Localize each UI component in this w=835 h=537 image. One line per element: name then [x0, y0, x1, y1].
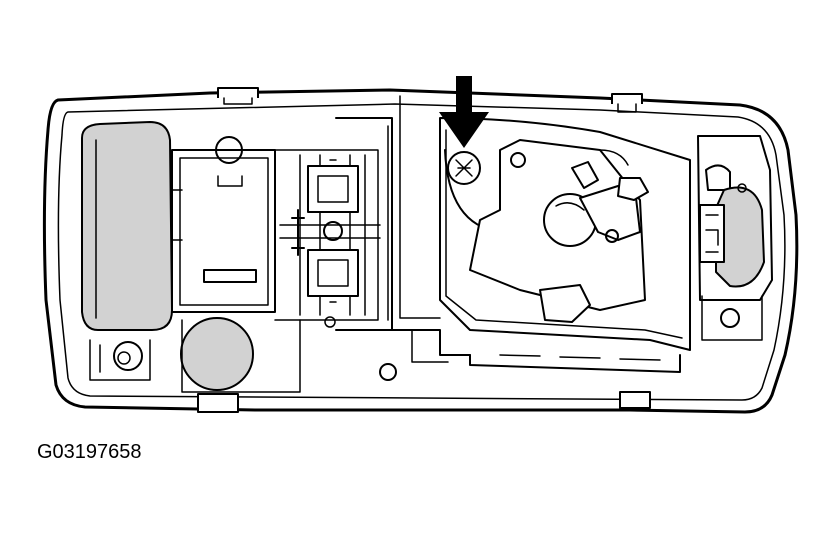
- left-lens: [81, 121, 173, 381]
- round-lens: [180, 317, 301, 393]
- center-partition: [335, 95, 471, 381]
- switch-body: [171, 136, 276, 313]
- bulb: [543, 161, 649, 247]
- figure-code: G03197658: [37, 441, 142, 463]
- retaining-screw: [447, 151, 481, 185]
- screw-callout-arrow: [439, 76, 489, 148]
- housing-tabs: [197, 87, 651, 413]
- lamp-housing: [42, 88, 799, 414]
- right-lamp: [697, 135, 773, 341]
- switch-contacts: [274, 149, 381, 328]
